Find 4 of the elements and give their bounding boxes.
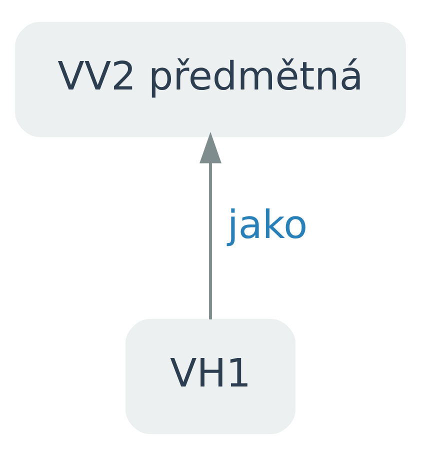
node-box: VV2 předmětná [15,21,406,137]
node-box: VH1 [126,318,296,434]
edge-label: jako [228,202,308,248]
arrow [200,131,222,319]
